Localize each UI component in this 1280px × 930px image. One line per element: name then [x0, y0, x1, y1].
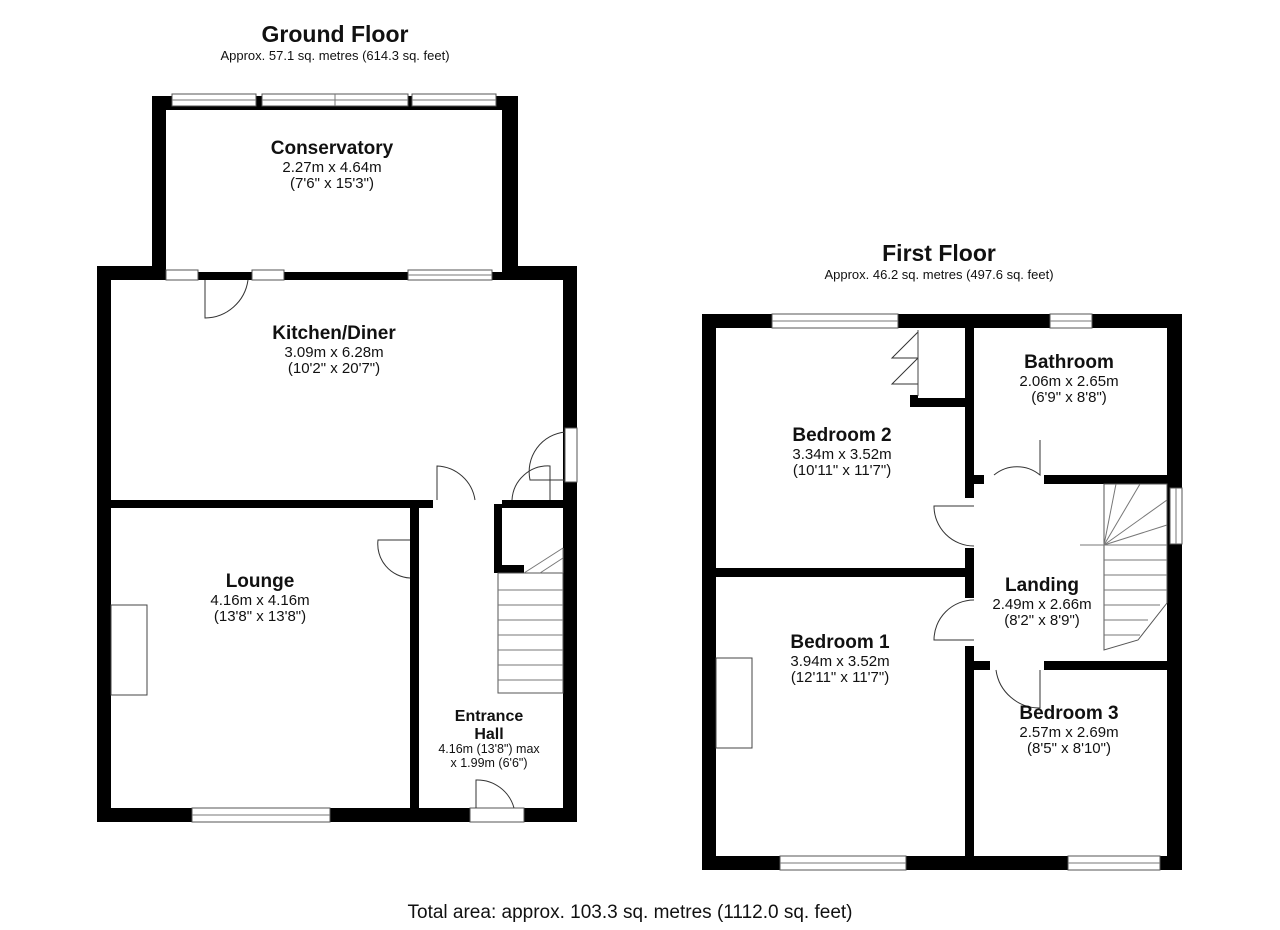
door-swing: [933, 599, 975, 641]
room-dims-metric: 3.94m x 3.52m: [790, 652, 890, 670]
room-label-bathroom: Bathroom 2.06m x 2.65m (6'9" x 8'8"): [1019, 352, 1119, 407]
room-dims-line: x 1.99m (6'6"): [450, 755, 528, 770]
room-dims-metric: 2.27m x 4.64m: [282, 158, 382, 176]
wall: [974, 475, 984, 484]
room-name-line: Entrance: [454, 708, 524, 725]
wall: [1044, 661, 1167, 670]
window: [165, 269, 199, 281]
door-swing: [528, 431, 566, 481]
room-label-kitchen-diner: Kitchen/Diner 3.09m x 6.28m (10'2" x 20'…: [272, 323, 396, 378]
wall: [410, 508, 419, 808]
wall: [716, 568, 968, 577]
wardrobe-door: [890, 356, 919, 385]
room-label-bedroom-1: Bedroom 1 3.94m x 3.52m (12'11" x 11'7"): [790, 632, 890, 687]
room-dims-imperial: (12'11" x 11'7"): [790, 669, 890, 687]
door-swing: [377, 539, 411, 579]
wall: [1044, 475, 1167, 484]
room-name: Bathroom: [1024, 352, 1114, 373]
ground-floor-title: Ground Floor: [261, 21, 409, 47]
wall: [494, 565, 524, 573]
room-label-entrance-hall: Entrance Hall 4.16m (13'8") max x 1.99m …: [438, 708, 539, 771]
room-dims-metric: 2.06m x 2.65m: [1019, 372, 1119, 390]
wall: [974, 661, 990, 670]
room-dims-imperial: (13'8" x 13'8"): [213, 608, 307, 626]
wall: [502, 96, 518, 276]
ground-floor-heading: Ground Floor Approx. 57.1 sq. metres (61…: [220, 21, 450, 64]
room-label-bedroom-3: Bedroom 3 2.57m x 2.69m (8'5" x 8'10"): [1019, 703, 1119, 758]
first-floor-heading: First Floor Approx. 46.2 sq. metres (497…: [824, 240, 1054, 283]
door-swing: [993, 440, 1041, 477]
first-floor-title: First Floor: [882, 240, 996, 266]
window: [251, 269, 285, 281]
room-name-line: Hall: [474, 725, 504, 743]
room-dims-imperial: (6'9" x 8'8"): [1031, 389, 1107, 407]
wall: [502, 266, 577, 280]
fireplace: [715, 657, 753, 749]
fireplace: [110, 604, 148, 696]
room-dims-metric: 2.57m x 2.69m: [1019, 723, 1119, 741]
room-name: Bedroom 2: [792, 425, 892, 446]
wall: [910, 395, 918, 405]
room-name: Kitchen/Diner: [272, 323, 396, 344]
wall: [502, 500, 563, 508]
room-name: Conservatory: [270, 138, 394, 159]
room-dims-imperial: (8'2" x 8'9"): [1004, 612, 1080, 630]
door: [469, 807, 525, 823]
ground-floor-area: Approx. 57.1 sq. metres (614.3 sq. feet): [220, 48, 450, 64]
wall: [97, 266, 166, 280]
room-label-lounge: Lounge 4.16m x 4.16m (13'8" x 13'8"): [210, 571, 310, 626]
total-area: Total area: approx. 103.3 sq. metres (11…: [407, 902, 853, 923]
door: [564, 427, 578, 483]
room-dims-metric: 3.09m x 6.28m: [284, 343, 384, 361]
room-dims-metric: 4.16m x 4.16m: [210, 591, 310, 609]
staircase: [497, 547, 564, 694]
wall: [910, 398, 968, 407]
door-swing: [436, 465, 476, 501]
wall: [494, 504, 502, 572]
wall: [1167, 314, 1182, 870]
room-dims-line: 4.16m (13'8") max: [438, 742, 540, 757]
wall: [965, 548, 974, 598]
wall: [965, 646, 974, 856]
wall: [111, 500, 433, 508]
room-dims-imperial: (10'11" x 11'7"): [792, 462, 892, 480]
wall: [965, 328, 974, 498]
door-swing: [475, 779, 515, 809]
room-name: Bedroom 1: [790, 632, 890, 653]
wall: [166, 272, 502, 280]
first-floor-area: Approx. 46.2 sq. metres (497.6 sq. feet): [824, 267, 1054, 283]
door-swing: [995, 669, 1041, 709]
room-dims-imperial: (8'5" x 8'10"): [1027, 740, 1111, 758]
room-dims-metric: 2.49m x 2.66m: [992, 595, 1092, 613]
wall: [563, 266, 577, 822]
room-dims-metric: 3.34m x 3.52m: [792, 445, 892, 463]
room-label-bedroom-2: Bedroom 2 3.34m x 3.52m (10'11" x 11'7"): [792, 425, 892, 480]
wall: [152, 96, 166, 276]
door-swing: [933, 505, 975, 547]
room-dims-imperial: (10'2" x 20'7"): [287, 360, 381, 378]
room-dims-imperial: (7'6" x 15'3"): [290, 175, 374, 193]
staircase: [1080, 483, 1168, 651]
first-floor-plan: [702, 313, 1183, 871]
door-swing: [511, 465, 551, 501]
wall: [97, 266, 111, 822]
wardrobe-door: [890, 330, 919, 359]
room-label-conservatory: Conservatory 2.27m x 4.64m (7'6" x 15'3"…: [270, 138, 394, 193]
room-name: Landing: [1005, 575, 1079, 596]
room-label-landing: Landing 2.49m x 2.66m (8'2" x 8'9"): [992, 575, 1092, 630]
wall: [702, 314, 716, 870]
room-name: Lounge: [225, 571, 295, 592]
door-swing: [204, 279, 249, 319]
room-name: Bedroom 3: [1019, 703, 1119, 724]
ground-floor-plan: [97, 93, 578, 823]
